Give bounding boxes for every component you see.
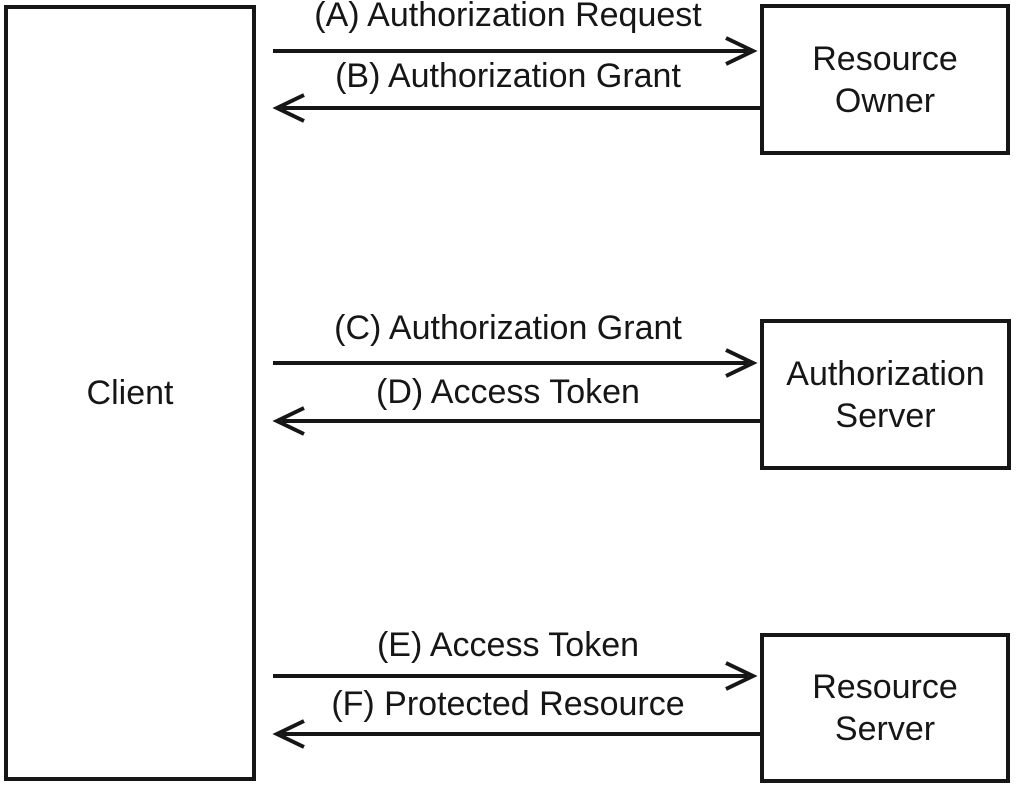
resource-owner-label-line2: Owner: [834, 81, 936, 120]
arrow-label-authorization-request: (A) Authorization Request: [314, 0, 702, 34]
arrow-label-authorization-grant-b: (B) Authorization Grant: [335, 57, 681, 95]
resource-owner-label-line1: Resource: [812, 39, 958, 78]
arrow-label-authorization-grant-c: (C) Authorization Grant: [334, 309, 682, 347]
arrow-b-left: [272, 93, 760, 123]
authorization-server-label-line2: Server: [835, 396, 936, 435]
authorization-server-box: Authorization Server: [760, 319, 1011, 470]
authorization-server-label-line1: Authorization: [786, 354, 985, 393]
arrow-label-protected-resource: (F) Protected Resource: [331, 685, 685, 723]
arrow-f-left: [272, 719, 760, 749]
client-box: Client: [4, 5, 256, 781]
resource-owner-box: Resource Owner: [760, 4, 1010, 155]
resource-server-box: Resource Server: [760, 633, 1010, 783]
client-label: Client: [86, 374, 174, 412]
arrow-label-access-token-d: (D) Access Token: [376, 373, 640, 411]
resource-server-label-line1: Resource: [812, 668, 958, 706]
arrow-label-access-token-e: (E) Access Token: [376, 626, 640, 664]
resource-server-label-line2: Server: [834, 710, 936, 748]
arrow-d-left: [272, 406, 760, 436]
